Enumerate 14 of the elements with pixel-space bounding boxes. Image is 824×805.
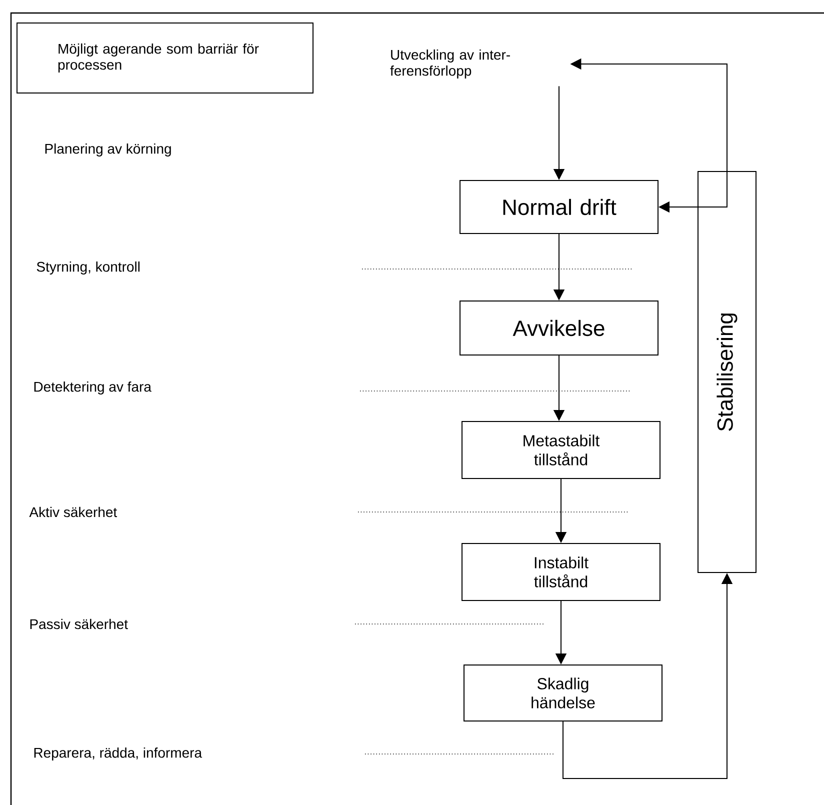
barrier-label: Detektering av fara xyxy=(34,381,152,395)
barrier-label: Styrning, kontroll xyxy=(36,261,140,275)
state-box: Metastabilt tillstånd xyxy=(462,421,660,479)
state-box: Normal drift xyxy=(460,180,658,234)
process-text: Utveckling av inter-ferensförlopp xyxy=(390,49,510,79)
state-box: Avvikelse xyxy=(460,300,658,356)
stabilisation-box: Stabilisering xyxy=(698,171,756,573)
barrier-label: Aktiv säkerhet xyxy=(29,506,118,518)
barrier-label: Planering av körning xyxy=(45,143,171,157)
state-box: Skadlig händelse xyxy=(464,664,662,722)
state-box: Instabilt tillstånd xyxy=(462,543,660,601)
barrier-label: Reparera, rädda, informera xyxy=(34,747,202,761)
legend-box: Möjligt agerande som barriär för processen xyxy=(16,22,314,94)
barrier-label: Passiv säkerhet xyxy=(30,618,128,630)
